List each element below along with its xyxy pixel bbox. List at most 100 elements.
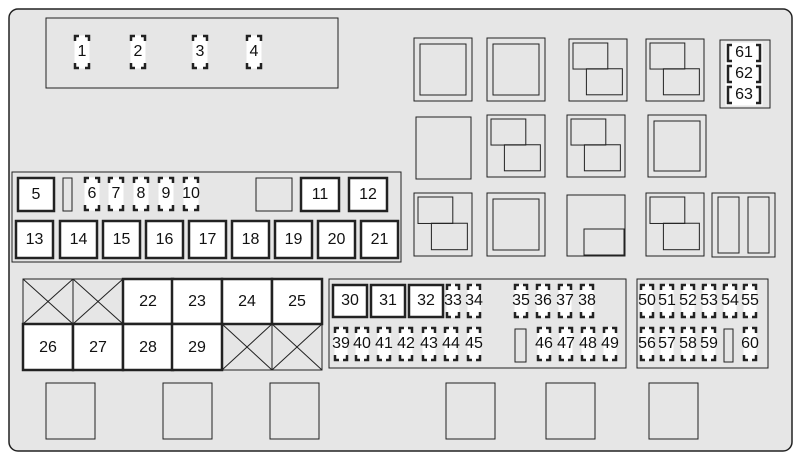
fuse-label-35: 35 [512,292,530,309]
fuse-slot-icon [191,34,209,70]
fuse-box-18 [230,219,271,260]
fuse-box-13 [14,219,55,260]
fuse-slot-body [743,284,757,318]
fuse-tab [107,176,113,183]
fuse-label-47: 47 [557,335,575,352]
fuse-tab [191,63,197,70]
empty-slot-icon [445,382,496,440]
fuse-tab [535,312,541,319]
fuse-tab [95,176,101,183]
empty-slot-icon [269,382,320,440]
fuse-tab [580,355,586,362]
fuse-tab [639,326,645,333]
relay-icon [486,37,546,102]
fuse-tab [431,326,437,333]
relay-inner [419,43,467,96]
fuse-slot-icon [557,283,573,319]
fuse-tab [408,326,414,333]
fuse-slot-body [183,177,199,211]
fuse-slot-body [377,327,391,361]
spare-slot-icon-diag [221,323,273,371]
relay-inner [653,120,701,172]
fuse-label-59: 59 [700,335,718,352]
fuse-tab [523,283,529,290]
fuse-slot-body [334,327,348,361]
fuse-tab [194,176,200,183]
fuse-label-56: 56 [638,335,656,352]
fuse-tab [453,355,459,362]
fuse-label-7: 7 [111,185,121,202]
fuse-label-15: 15 [112,230,131,248]
fuse-tab [354,355,360,362]
fuse-slot-body [640,327,654,361]
fuse-label-28: 28 [139,338,157,356]
fuse-label-13: 13 [25,230,44,248]
fuse-box-20 [316,219,357,260]
relay-contact [662,68,700,96]
fuse-label-57: 57 [658,335,676,352]
fuse-tab [580,326,586,333]
fuse-tab [83,205,89,212]
fuse-slot-body [158,177,174,211]
fuse-slot-icon [245,34,263,70]
fuse-slot-body [660,327,674,361]
fuse-slot-body [559,327,573,361]
fuse-slot-body [743,327,757,361]
fuse-tab [711,355,717,362]
fuse-label-3: 3 [195,43,205,60]
fuse-label-27: 27 [89,338,107,356]
fuse-tab [445,312,451,319]
fuse-label-26: 26 [39,338,57,356]
fuse-tab [568,326,574,333]
fuse-tab [558,326,564,333]
fuse-tab [455,312,461,319]
fuse-slot-body [725,42,763,64]
fuse-tab [711,326,717,333]
fuse-tab [669,283,675,290]
fuse-slot-icon [701,326,717,362]
fuse-slot-icon [742,283,758,319]
fuse-box-31 [369,283,407,319]
fuse-slot-icon [680,326,696,362]
fuse-label-40: 40 [353,335,371,352]
relay-icon [413,192,473,257]
fuse-label-63: 63 [735,86,753,103]
relay-contact [662,222,700,251]
fuse-label-4: 4 [249,43,259,60]
fuse-slot-icon [659,283,675,319]
fuse-tab [398,326,404,333]
fuse-slot-body [246,35,262,69]
fuse-tab [431,355,437,362]
fuse-label-32: 32 [417,292,435,309]
fuse-slot-icon [354,326,370,362]
fuse-tab [476,355,482,362]
relay-slot [717,196,740,254]
empty-slot-icon [45,382,96,440]
relay-slot [747,196,770,254]
fuse-slot-icon [443,326,459,362]
fuse-tab [722,283,728,290]
fuse-slot-body [422,327,436,361]
fuse-tab [752,326,758,333]
fuse-tab [742,355,748,362]
fuse-label-39: 39 [332,335,350,352]
fuse-tab [535,283,541,290]
mini-fuse-block-top [45,17,339,89]
fuse-tab [203,63,209,70]
fuse-slot-body [681,327,695,361]
fuse-label-41: 41 [375,335,393,352]
fuse-tab [680,283,686,290]
fuse-label-19: 19 [284,230,303,248]
fuse-cell-24 [220,277,274,326]
fuse-tab [722,312,728,319]
fuse-tab [711,312,717,319]
fuse-tab [545,312,551,319]
relay-icon [568,38,628,102]
fuse-tab [536,326,542,333]
relay-icon [566,114,626,178]
fuse-slot-icon [445,283,461,319]
fuse-slot-body [467,284,481,318]
fuse-tab [182,176,188,183]
fuse-cell-28 [121,322,175,372]
fuse-tab [157,176,163,183]
